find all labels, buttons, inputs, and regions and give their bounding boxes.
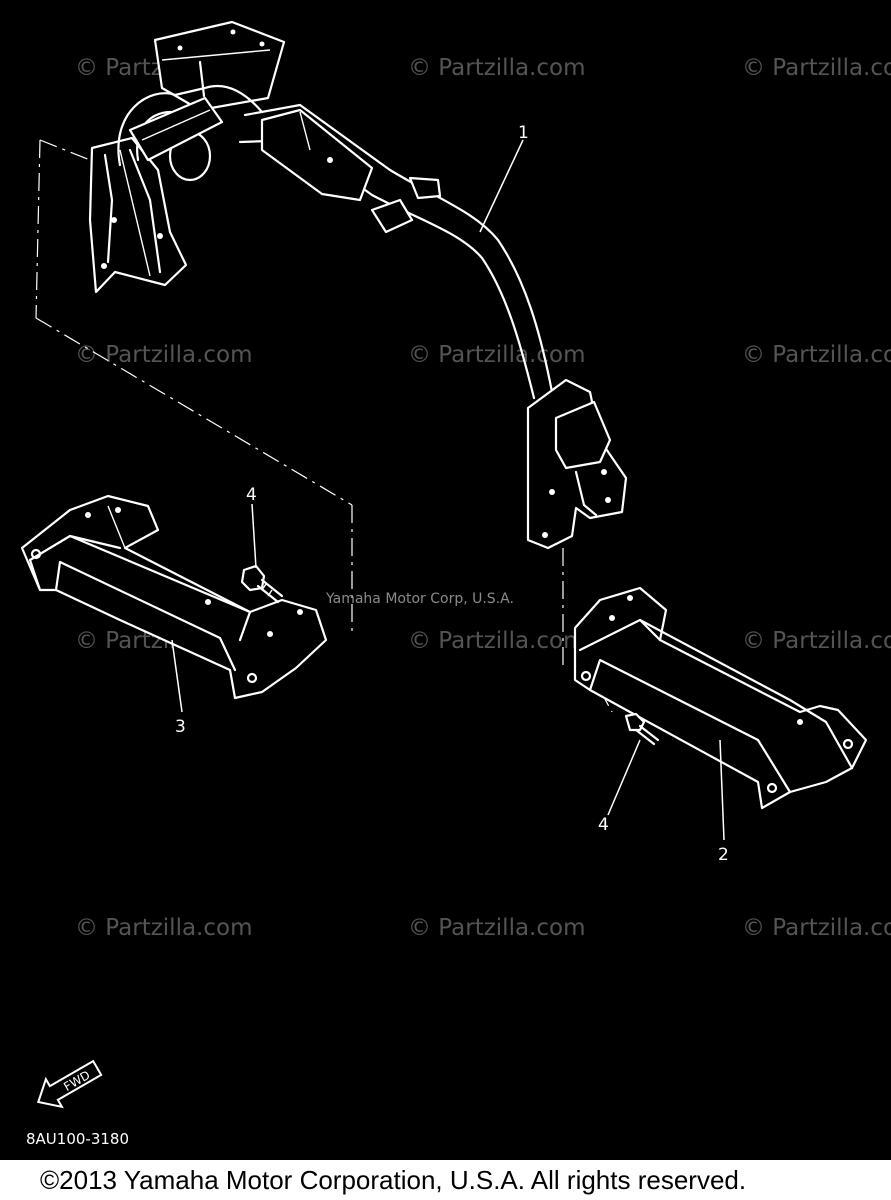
watermark: © Partzilla.com — [408, 55, 586, 81]
watermark: © Partzilla.com — [75, 342, 253, 368]
left-bracket — [20, 494, 328, 700]
callout-4: 4 — [246, 485, 257, 505]
copyright-footer: ©2013 Yamaha Motor Corporation, U.S.A. A… — [0, 1160, 891, 1200]
watermark: © Partzilla.com — [408, 915, 586, 941]
callout-4: 4 — [598, 815, 609, 835]
callout-2: 2 — [718, 845, 729, 865]
watermark: © Partzilla.com — [408, 342, 586, 368]
bolt-right — [624, 712, 660, 746]
right-bracket — [573, 586, 868, 810]
exploded-view-drawing: © Partzilla.com © Partzilla.com © Partzi… — [20, 20, 891, 1148]
watermark: © Partzilla.com — [742, 915, 891, 941]
diagram-code: 8AU100-3180 — [26, 1130, 129, 1148]
handlebar-assembly — [88, 20, 628, 550]
bolt-left — [240, 564, 284, 604]
watermark: © Partzilla.com — [408, 628, 586, 654]
watermark: © Partzilla.com — [75, 915, 253, 941]
watermark: © Partzilla.com — [742, 55, 891, 81]
watermark: © Partzilla.com — [742, 628, 891, 654]
callout-3: 3 — [175, 717, 186, 737]
leader-lines — [171, 139, 725, 841]
center-watermark: Yamaha Motor Corp, U.S.A. — [325, 591, 514, 607]
forward-arrow-icon: FWD — [36, 1059, 103, 1109]
watermark-layer: © Partzilla.com © Partzilla.com © Partzi… — [75, 55, 891, 941]
watermark: © Partzilla.com — [742, 342, 891, 368]
callout-1: 1 — [518, 123, 529, 143]
copyright-text: ©2013 Yamaha Motor Corporation, U.S.A. A… — [40, 1165, 747, 1195]
